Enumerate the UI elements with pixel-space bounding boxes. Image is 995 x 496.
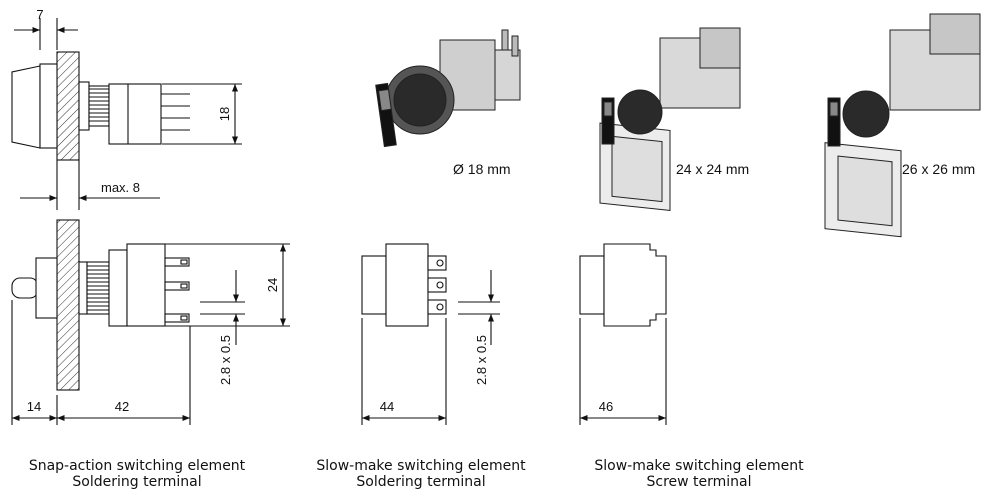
dim-label-len-snap: 42 xyxy=(115,399,129,414)
product-round-illustration xyxy=(375,29,521,148)
dim-label-front: 14 xyxy=(27,399,41,414)
caption-title: Snap-action switching element xyxy=(28,458,246,474)
nut xyxy=(78,261,88,315)
dim-label-max: max. 8 xyxy=(101,180,140,195)
product-square26-illustration xyxy=(824,13,981,238)
caption-snap-action: Snap-action switching element Soldering … xyxy=(6,458,268,490)
switch-body xyxy=(126,243,166,327)
panel-section xyxy=(56,51,80,161)
caption-subtitle: Soldering terminal xyxy=(356,474,486,490)
knurled-ring xyxy=(88,85,110,127)
product-square24-illustration xyxy=(599,27,741,211)
size-label-round: Ø 18 mm xyxy=(453,161,511,177)
knob-cap xyxy=(11,65,41,149)
caption-subtitle: Screw terminal xyxy=(646,474,752,490)
dim-label-height: 24 xyxy=(265,278,280,292)
lever-tip xyxy=(11,277,39,299)
nut xyxy=(78,81,90,131)
slow-make-screw-view xyxy=(579,243,667,425)
dim-label-pin-2: 2.8 x 0.5 xyxy=(474,335,489,385)
switch-body xyxy=(108,83,162,145)
caption-subtitle: Soldering terminal xyxy=(72,474,202,490)
side-view-top xyxy=(11,18,242,210)
snap-action-view xyxy=(11,219,290,425)
switch-body xyxy=(603,243,667,327)
caption-slow-make-screw: Slow-make switching element Screw termin… xyxy=(568,458,830,490)
dim-label-len-slow-screw: 46 xyxy=(599,399,613,414)
dim-label-diameter: 18 xyxy=(217,107,232,121)
caption-title: Slow-make switching element xyxy=(316,458,526,474)
bezel xyxy=(35,257,58,319)
caption-title: Slow-make switching element xyxy=(594,458,804,474)
caption-slow-make-solder: Slow-make switching element Soldering te… xyxy=(290,458,552,490)
dim-label-pin: 2.8 x 0.5 xyxy=(218,335,233,385)
dim-label-clearance: 7 xyxy=(36,7,43,22)
size-label-24: 24 x 24 mm xyxy=(676,161,750,177)
bezel xyxy=(39,63,58,149)
knurl-lines xyxy=(89,88,109,122)
dim-label-len-slow-solder: 44 xyxy=(380,399,394,414)
slow-make-solder-view xyxy=(361,243,500,425)
panel-section xyxy=(56,219,80,391)
switch-body xyxy=(385,243,429,327)
size-label-26: 26 x 26 mm xyxy=(902,161,976,177)
